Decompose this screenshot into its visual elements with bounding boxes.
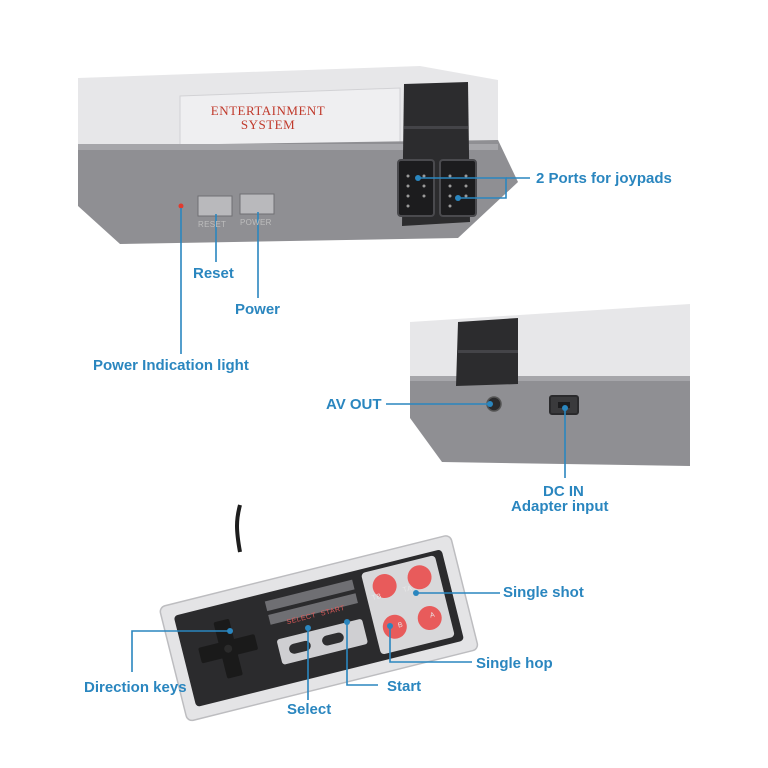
label-power-indication: Power Indication light bbox=[93, 357, 249, 374]
label-dc-in: DC IN bbox=[543, 483, 584, 500]
tb-button bbox=[372, 573, 397, 598]
power-button bbox=[239, 193, 275, 215]
callouts-console-front bbox=[180, 177, 530, 354]
console-back bbox=[410, 304, 690, 466]
reset-engraving: RESET bbox=[198, 220, 227, 229]
console-front-stripe bbox=[78, 144, 498, 150]
label-reset: Reset bbox=[193, 265, 234, 282]
power-indicator-light bbox=[178, 203, 184, 209]
reset-button bbox=[197, 195, 233, 217]
label-direction-keys: Direction keys bbox=[84, 679, 187, 696]
console-logo-line1: ENTERTAINMENT bbox=[210, 103, 326, 118]
dc-in-port-slot bbox=[558, 402, 570, 408]
port-pins bbox=[406, 174, 468, 208]
joypad-port-left bbox=[397, 159, 435, 217]
label-ports: 2 Ports for joypads bbox=[536, 170, 672, 187]
label-single-shot: Single shot bbox=[503, 584, 584, 601]
start-button bbox=[322, 632, 344, 646]
power-engraving: POWER bbox=[240, 218, 272, 227]
b-button bbox=[382, 614, 407, 639]
label-adapter-input: Adapter input bbox=[511, 498, 609, 515]
callouts-console-back bbox=[386, 403, 566, 478]
console-back-stripe bbox=[410, 376, 690, 381]
callout-dots-controller bbox=[227, 590, 419, 634]
console-back-housing-seam bbox=[458, 350, 518, 353]
label-av-out: AV OUT bbox=[326, 396, 382, 413]
face-stripe-2 bbox=[268, 593, 358, 625]
label-power: Power bbox=[235, 301, 281, 318]
label-single-hop: Single hop bbox=[476, 655, 553, 672]
label-select: Select bbox=[287, 701, 332, 718]
console-logo-line2: SYSTEM bbox=[240, 117, 296, 132]
controller-cable bbox=[235, 504, 242, 553]
port-housing-seam bbox=[404, 126, 468, 129]
select-button bbox=[289, 640, 311, 654]
callouts-controller bbox=[131, 592, 500, 700]
a-button bbox=[417, 606, 442, 631]
controller bbox=[159, 504, 479, 722]
console-logo: ENTERTAINMENT SYSTEM bbox=[208, 104, 328, 132]
console-back-top bbox=[410, 304, 690, 378]
console-front bbox=[78, 66, 518, 244]
console-back-base bbox=[410, 378, 690, 466]
label-start: Start bbox=[387, 678, 422, 695]
callout-dots-console-front bbox=[415, 175, 461, 201]
joypad-port-right bbox=[439, 159, 477, 217]
callout-dots-console-back bbox=[487, 401, 568, 411]
ta-button bbox=[407, 565, 432, 590]
dpad-center bbox=[224, 644, 233, 653]
face-stripe-1 bbox=[264, 579, 355, 612]
